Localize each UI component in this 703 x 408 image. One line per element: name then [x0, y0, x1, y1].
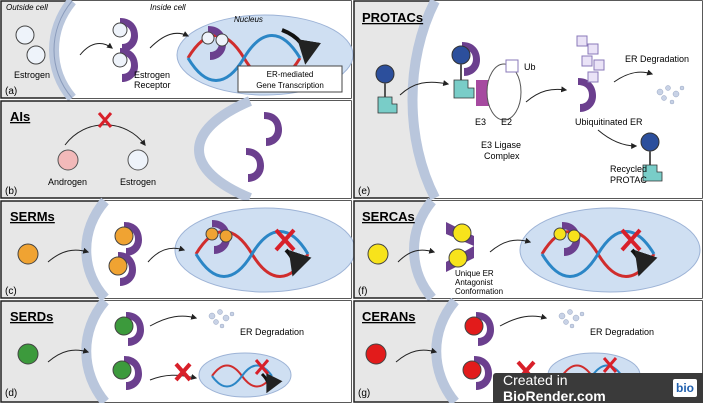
panel-letter-g: (g): [358, 388, 370, 399]
estrogen-molecule: [26, 45, 46, 65]
biorender-watermark: Created in BioRender.com bio: [493, 372, 703, 404]
recycled-label: PROTAC: [610, 175, 647, 185]
panel-b: AIs Androgen Estrogen (b): [0, 96, 352, 203]
panel-title-protacs: PROTACs: [362, 10, 423, 25]
ubiquitinated-label: Ubiquitinated ER: [575, 117, 643, 127]
conformation-label: Conformation: [455, 287, 503, 296]
degradation-label: ER Degradation: [625, 54, 689, 64]
e2-label: E2: [501, 117, 512, 127]
panel-d: SERDs ER Degradation (d): [0, 297, 352, 406]
estrogen-label: Estrogen: [120, 177, 156, 187]
ligase-label: E3 Ligase: [481, 140, 521, 150]
recycled-protac: [640, 132, 663, 182]
protac-molecule: [375, 64, 398, 114]
e2-enzyme: [486, 63, 522, 121]
ubiquitin: [505, 59, 519, 73]
androgen-molecule: [57, 149, 79, 171]
ub-label: Ub: [524, 62, 536, 72]
biorender-logo-icon: bio: [673, 379, 697, 397]
panel-title-serds: SERDs: [10, 309, 53, 324]
panel-letter-e: (e): [358, 186, 370, 197]
serm-molecule: [17, 243, 39, 265]
x-mark-icon: [620, 228, 642, 252]
degradation-label: ER Degradation: [590, 327, 654, 337]
receptor-label: Estrogen: [134, 70, 170, 80]
serca-molecule: [367, 243, 389, 265]
e3-ligase: [476, 80, 490, 106]
x-mark-icon: [254, 359, 270, 375]
panel-c: SERMs (c): [0, 197, 356, 302]
panel-letter-a: (a): [5, 86, 17, 97]
conformation-label: Antagonist: [455, 278, 494, 287]
x-mark-icon: [602, 357, 618, 373]
watermark-prefix: Created in: [503, 372, 568, 388]
conformation-label: Unique ER: [455, 269, 494, 278]
panel-title-cerans: CERANs: [362, 309, 415, 324]
panel-letter-b: (b): [5, 186, 17, 197]
er-antagonist-conformation: [446, 222, 474, 272]
x-mark-icon: [97, 112, 113, 128]
serd-molecule: [17, 343, 39, 365]
degradation-label: ER Degradation: [240, 327, 304, 337]
panel-title-ais: AIs: [10, 109, 30, 124]
estrogen-molecule: [127, 149, 149, 171]
panel-a: Outside cell Inside cell Nucleus Estroge…: [0, 0, 354, 102]
panel-e: PROTACs Ub E3 E2 E3 Ligase Complex: [353, 0, 703, 201]
panel-title-sercas: SERCAs: [362, 209, 415, 224]
recycled-label: Recycled: [610, 164, 647, 174]
receptor-label: Receptor: [134, 80, 171, 90]
panel-letter-d: (d): [5, 388, 17, 399]
degraded-fragments: [208, 309, 235, 329]
ubiquitinated-er: [576, 35, 605, 112]
panel-f: SERCAs Unique ER Antagonist Conformation…: [353, 197, 703, 302]
x-mark-icon: [174, 362, 192, 382]
outside-cell-label: Outside cell: [6, 3, 48, 12]
transcription-label: Gene Transcription: [256, 81, 324, 90]
estrogen-label: Estrogen: [14, 70, 50, 80]
estrogen-molecule: [15, 25, 35, 45]
watermark-brand: BioRender.com: [503, 388, 606, 404]
nucleus-label: Nucleus: [234, 15, 263, 24]
degraded-fragments: [558, 309, 585, 329]
inside-cell-label: Inside cell: [150, 3, 186, 12]
ligase-label: Complex: [484, 151, 520, 161]
x-mark-icon: [274, 228, 296, 252]
panel-letter-c: (c): [5, 286, 17, 297]
e3-label: E3: [475, 117, 486, 127]
androgen-label: Androgen: [48, 177, 87, 187]
ceran-molecule: [365, 343, 387, 365]
transcription-arrow: [281, 28, 321, 65]
transcription-label: ER-mediated: [267, 70, 314, 79]
ternary-complex: [451, 42, 522, 121]
degraded-fragments: [656, 85, 685, 105]
panel-letter-f: (f): [358, 286, 367, 297]
panel-title-serms: SERMs: [10, 209, 55, 224]
